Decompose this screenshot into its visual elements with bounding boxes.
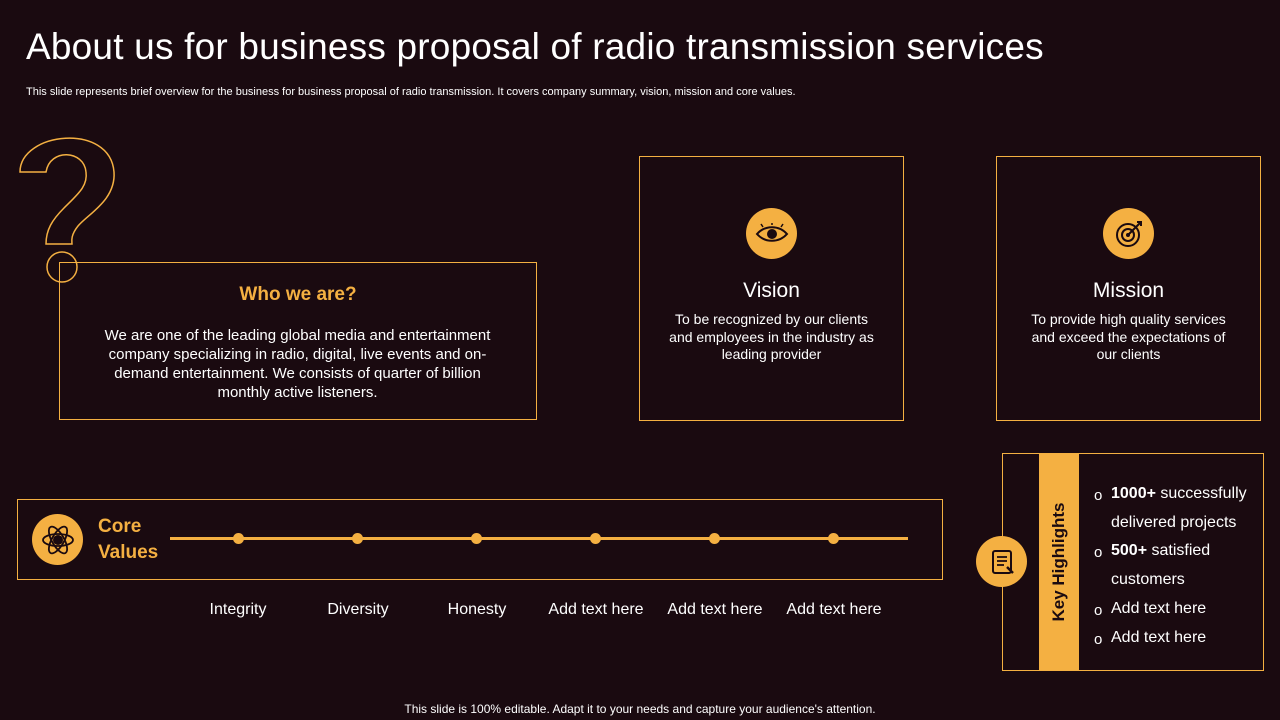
timeline-dot [471,533,482,544]
core-value-item: Diversity [327,601,389,618]
slide-footer: This slide is 100% editable. Adapt it to… [404,702,876,716]
highlight-item: Add text here [1111,594,1261,623]
atom-icon [32,514,83,565]
core-values-label: Core Values [98,514,158,566]
core-values-label-line1: Core [98,516,142,537]
slide-subtitle: This slide represents brief overview for… [26,86,796,98]
timeline-dot [590,533,601,544]
key-highlights-title: Key Highlights [1049,502,1068,622]
core-value-item: Add text here [786,601,882,618]
target-icon [1103,208,1154,259]
core-value-item: Honesty [447,601,507,618]
core-value-item: Integrity [209,601,267,618]
who-we-are-card [59,262,537,420]
document-icon [976,536,1027,587]
highlight-item-bold: 500+ [1111,542,1148,559]
slide-title: About us for business proposal of radio … [26,26,1044,67]
question-mark-icon [19,137,115,283]
mission-card [996,156,1261,421]
highlight-item-text: successfully delivered projects [1111,485,1247,531]
highlight-item: 1000+ successfully delivered projects [1111,479,1261,537]
key-highlights-bar [1039,453,1079,671]
highlight-bullet: o [1094,544,1103,561]
timeline-dot [352,533,363,544]
vision-title: Vision [743,279,800,302]
highlight-item: 500+ satisfied customers [1111,536,1261,594]
highlight-item-bold: 1000+ [1111,485,1156,502]
vision-text: To be recognized by our clients and empl… [669,311,874,362]
highlight-item-text: Add text here [1111,629,1207,646]
timeline-dot [828,533,839,544]
timeline-dot [709,533,720,544]
eye-icon [746,208,797,259]
who-we-are-heading: Who we are? [239,284,357,305]
highlight-item: Add text here [1111,623,1261,652]
core-values-label-line2: Values [98,542,159,563]
core-value-item: Add text here [548,601,644,618]
core-value-item: Add text here [667,601,763,618]
core-values-timeline [170,537,908,540]
vision-card [639,156,904,421]
highlight-item-text: satisfied customers [1111,542,1211,588]
highlight-bullet: o [1094,602,1103,619]
who-we-are-text: We are one of the leading global media a… [104,327,491,401]
highlight-bullet: o [1094,487,1103,504]
mission-title: Mission [1092,279,1165,302]
highlight-bullet: o [1094,631,1103,648]
timeline-dot [233,533,244,544]
core-values-panel [17,499,943,580]
highlight-item-text: Add text here [1111,600,1207,617]
mission-text: To provide high quality services and exc… [1031,311,1226,362]
